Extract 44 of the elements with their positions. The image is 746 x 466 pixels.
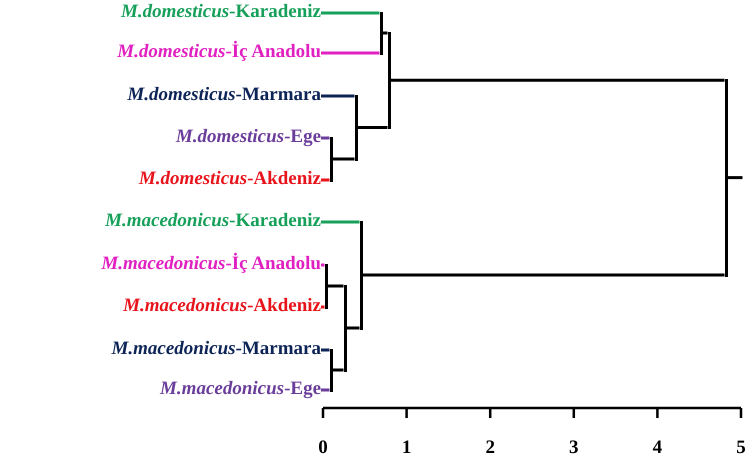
leaf-label: M.macedonicus-Marmara — [112, 337, 321, 361]
leaf-label: M.macedonicus-Ege — [160, 377, 321, 401]
axis-tick-label: 2 — [484, 436, 496, 460]
axis-tick-label: 3 — [568, 436, 580, 460]
axis-tick-label: 5 — [735, 436, 746, 460]
junction-bar — [324, 264, 328, 308]
dendrogram-branch — [321, 12, 380, 14]
dendrogram-branch — [362, 274, 724, 276]
leaf-label: M.macedonicus-İç Anadolu — [101, 252, 321, 276]
dendrogram-branch — [332, 158, 354, 160]
dendrogram-branch — [328, 284, 344, 288]
junction-bar — [354, 94, 358, 160]
dendrogram-branch — [321, 306, 324, 308]
leaf-label: M.domesticus-Marmara — [127, 83, 321, 107]
junction-bar — [330, 348, 332, 392]
leaf-label: M.domesticus-Akdeniz — [138, 167, 321, 191]
dendrogram-branch — [358, 126, 388, 129]
leaf-label: M.macedonicus-Akdeniz — [123, 294, 321, 318]
junction-bar — [344, 284, 346, 372]
dendrogram-branch — [321, 178, 330, 182]
axis-tick-label: 1 — [400, 436, 412, 460]
axis-tick-label: 0 — [317, 436, 329, 460]
dendrogram-branch — [321, 348, 330, 352]
junction-bar — [388, 32, 390, 129]
junction-bar — [330, 136, 332, 182]
dendrogram-branch — [346, 326, 360, 330]
dendrogram-branch — [321, 52, 380, 54]
leaf-label: M.domesticus-Karadeniz — [120, 0, 321, 24]
dendrogram-branch — [321, 388, 330, 392]
dendrogram-branch — [332, 368, 344, 372]
leaf-label: M.domesticus-İç Anadolu — [117, 40, 321, 64]
junction-bar — [380, 12, 382, 54]
dendrogram-branch — [321, 136, 330, 140]
junction-bar — [724, 78, 728, 276]
dendrogram-branch — [321, 220, 360, 224]
junction-bar — [360, 220, 362, 330]
dendrogram-branch — [390, 78, 724, 82]
axis-tick-label: 4 — [652, 436, 664, 460]
dendrogram-branch — [382, 32, 388, 34]
dendrogram-branch — [321, 94, 354, 98]
leaf-label: M.macedonicus-Karadeniz — [105, 209, 321, 233]
dendrogram-branch — [728, 176, 742, 180]
leaf-label: M.domesticus-Ege — [176, 125, 321, 149]
dendrogram-branch — [321, 264, 324, 266]
